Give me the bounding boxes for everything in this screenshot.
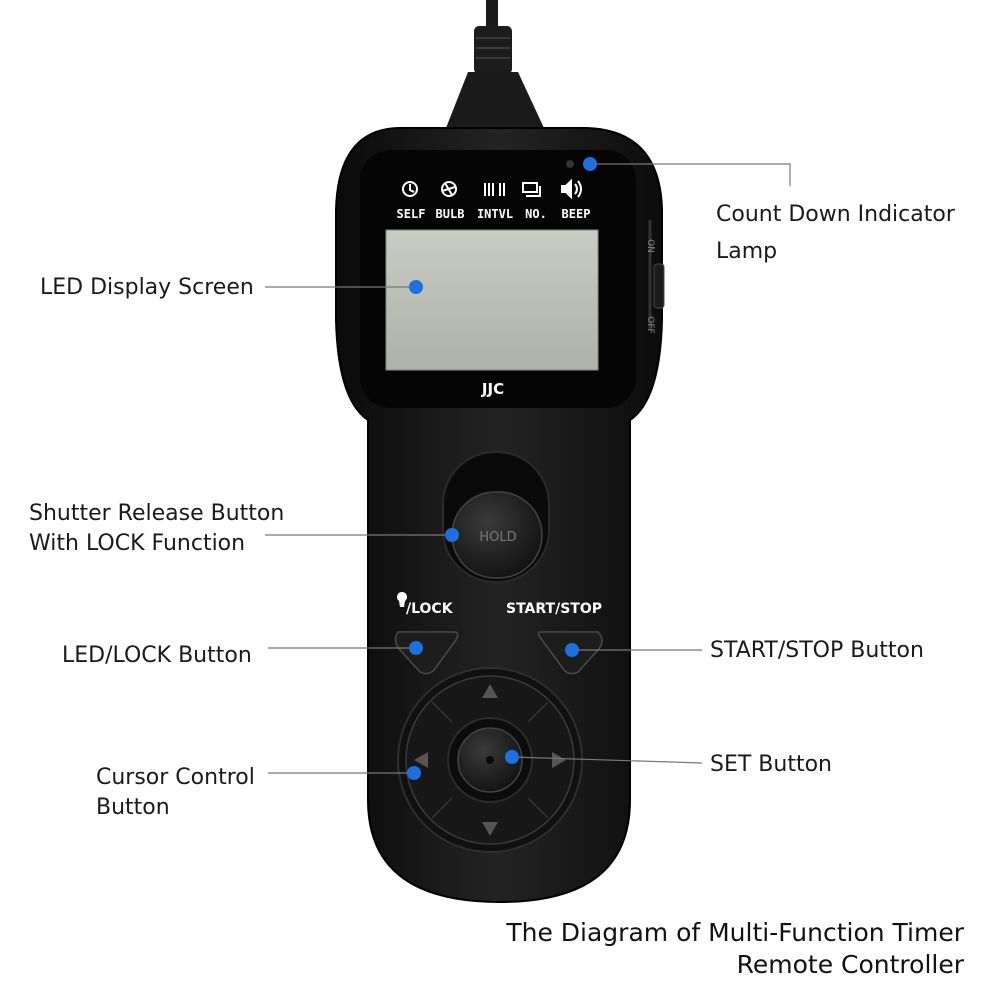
cable-strain-relief — [474, 26, 512, 74]
arrow-up-icon[interactable] — [482, 684, 498, 698]
arrow-right-icon[interactable] — [552, 752, 566, 768]
mode-label-beep: BEEP — [562, 207, 591, 221]
title-line2: Remote Controller — [736, 950, 964, 979]
mode-icons — [402, 178, 582, 200]
title-line1: The Diagram of Multi-Function Timer — [506, 918, 964, 947]
bulb-icon — [397, 592, 407, 607]
arrow-down-icon[interactable] — [482, 822, 498, 836]
hold-label: HOLD — [479, 530, 516, 545]
label-shutter-line2: With LOCK Function — [29, 531, 246, 556]
frames-icon — [522, 182, 541, 197]
label-start-stop: START/STOP Button — [710, 638, 924, 663]
label-led-lock: LED/LOCK Button — [62, 643, 252, 668]
diagram-title: The Diagram of Multi-Function Timer Remo… — [506, 917, 964, 981]
label-countdown-lamp: Count Down Indicator Lamp — [716, 196, 955, 270]
self-timer-icon — [402, 181, 418, 197]
label-shutter-line1: Shutter Release Button — [29, 501, 285, 526]
leader-lines — [265, 163, 791, 774]
switch-on-label: ON — [645, 239, 655, 253]
aperture-icon — [441, 181, 457, 197]
callout-markers — [407, 157, 597, 780]
set-button-dimple — [486, 756, 494, 764]
marker-led-display — [409, 280, 423, 294]
cursor-segments — [431, 701, 549, 819]
countdown-lamp — [566, 160, 574, 168]
start-stop-label: START/STOP — [506, 601, 602, 617]
led-lock-label: /LOCK — [406, 601, 454, 617]
label-countdown-line1: Count Down Indicator — [716, 202, 955, 227]
speaker-icon — [561, 178, 582, 200]
label-cursor-line1: Cursor Control — [96, 765, 255, 790]
leader-set — [511, 756, 703, 764]
mode-label-intvl: INTVL — [477, 207, 513, 221]
mode-label-self: SELF — [397, 207, 426, 221]
marker-led-lock — [409, 641, 423, 655]
mode-label-bulb: BULB — [436, 207, 465, 221]
leader-countdown — [590, 163, 791, 186]
marker-countdown — [583, 157, 597, 171]
brand-logo: JJC — [481, 380, 504, 398]
label-led-display: LED Display Screen — [40, 275, 254, 300]
led-lock-label-group: /LOCK — [397, 592, 454, 617]
marker-cursor — [407, 766, 421, 780]
led-lock-button[interactable] — [394, 631, 459, 675]
lcd-screen — [385, 229, 599, 371]
label-cursor-line2: Button — [96, 795, 170, 820]
marker-set — [505, 750, 519, 764]
marker-shutter — [445, 528, 459, 542]
mode-label-no: NO. — [525, 207, 547, 221]
label-countdown-line2: Lamp — [716, 239, 778, 264]
switch-off-label: OFF — [645, 316, 655, 333]
interval-icon — [484, 183, 505, 196]
marker-start-stop — [565, 643, 579, 657]
label-cursor-control: Cursor Control Button — [96, 763, 255, 823]
arrow-left-icon[interactable] — [414, 752, 428, 768]
label-shutter-release: Shutter Release Button With LOCK Functio… — [29, 499, 284, 559]
cable-ridges — [476, 37, 510, 59]
power-switch[interactable] — [653, 263, 665, 309]
cable-boot — [446, 72, 544, 128]
label-set: SET Button — [710, 752, 832, 777]
mode-labels: SELF BULB INTVL NO. BEEP — [397, 207, 591, 221]
